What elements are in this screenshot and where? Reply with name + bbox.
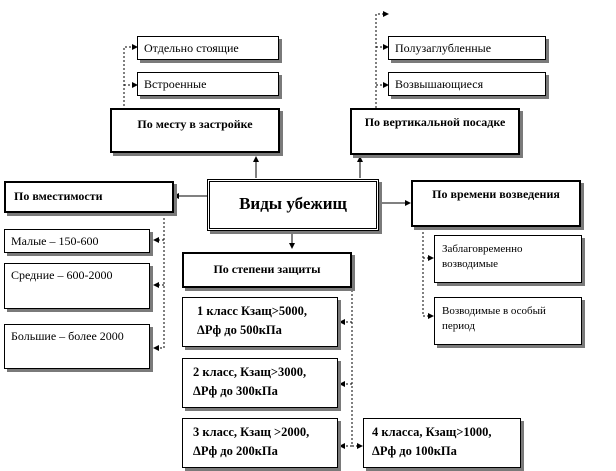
protection-category-title: По степени защиты (213, 262, 321, 276)
capacity-item-1: Малые – 150-600 (4, 229, 150, 253)
time-item-2: Возводимые в особый период (434, 297, 582, 345)
capacity-item-3: Большие – более 2000 (4, 324, 150, 369)
placement-item-1: Отдельно стоящие (137, 36, 279, 60)
dash-capacity-3 (153, 214, 165, 351)
vertical-category-box: По вертикальной посадке (350, 108, 520, 155)
time-category-box: По времени возведения (411, 180, 581, 227)
protection-category-box: По степени защиты (182, 252, 352, 288)
capacity-category-box: По вместимости (4, 181, 174, 213)
placement-item-2: Встроенные (137, 72, 279, 96)
placement-category-box: По месту в застройке (110, 108, 280, 153)
time-item-1: Заблаговременно возводимые (434, 235, 582, 283)
dash-placement-1 (123, 44, 138, 110)
vertical-category-title: По вертикальной посадке (364, 115, 506, 129)
main-title: Виды убежищ (239, 194, 347, 213)
dash-vertical-0 (375, 11, 389, 108)
protection-item-1: 1 класс Кзащ>5000, ΔРф до 500кПа (182, 297, 338, 347)
vertical-item-2: Возвышающиеся (388, 72, 546, 96)
protection-item-4: 4 класса, Кзащ>1000, ΔРф до 100кПа (363, 418, 521, 468)
dash-protection-3 (339, 290, 353, 449)
placement-category-title: По месту в застройке (137, 117, 253, 131)
protection-item-3: 3 класс, Кзащ >2000, ΔРф до 200кПа (182, 418, 338, 468)
capacity-item-2: Средние – 600-2000 (4, 263, 150, 309)
capacity-category-title: По вместимости (14, 189, 103, 203)
dash-time-2 (422, 228, 434, 319)
vertical-item-1: Полузаглубленные (388, 36, 546, 60)
main-title-box: Виды убежищ (207, 179, 379, 231)
time-category-title: По времени возведения (432, 187, 560, 201)
protection-item-2: 2 класс, Кзащ>3000, ΔРф до 300кПа (182, 358, 338, 408)
